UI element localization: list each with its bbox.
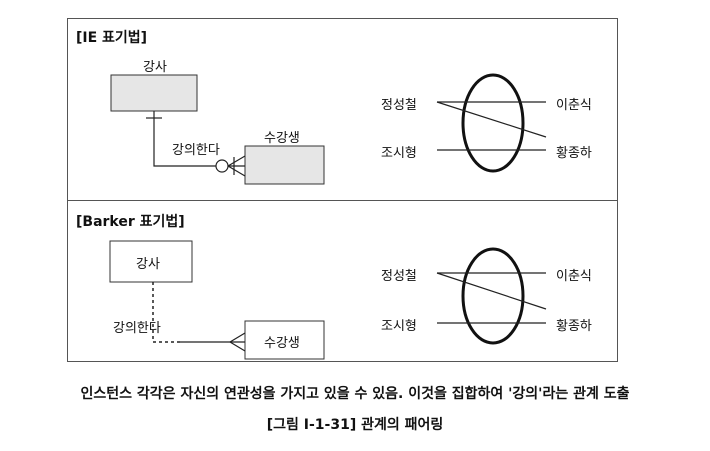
barker-crowfoot-upper [229,332,246,343]
barker-optional-line [152,282,180,343]
ie-pair-line-diagonal [436,101,547,138]
barker-relationship-ellipse [461,247,525,345]
ie-relationship-line [153,111,216,167]
barker-notation-title: [Barker 표기법] [76,214,185,230]
ie-right-name-1: 이춘식 [556,98,592,113]
ie-left-name-1: 정성철 [381,98,417,113]
section-divider [68,200,617,201]
ie-right-name-2: 황종하 [556,146,592,161]
ie-student-entity-box [244,145,325,185]
barker-relationship-label: 강의한다 [113,321,161,336]
barker-crowfoot-lower [229,341,246,352]
barker-right-name-2: 황종하 [556,319,592,334]
barker-left-name-1: 정성철 [381,269,417,284]
ie-teacher-entity-box [110,74,198,112]
figure-description: 인스턴스 각각은 자신의 연관성을 가지고 있을 수 있음. 이것을 집합하여 … [80,386,630,402]
barker-pair-line-diagonal [436,272,547,310]
ie-notation-title: [IE 표기법] [76,30,148,46]
barker-teacher-entity-box [109,240,193,283]
ie-crowfoot-lower [227,165,246,177]
ie-crowfoot-upper [227,155,246,167]
barker-left-name-2: 조시형 [381,319,417,334]
ie-left-name-2: 조시형 [381,146,417,161]
ie-student-label: 수강생 [264,131,300,146]
barker-student-label: 수강생 [264,336,300,351]
ie-optional-circle [215,159,229,173]
ie-teacher-label: 강사 [143,60,167,75]
barker-right-name-1: 이춘식 [556,269,592,284]
barker-student-entity-box [244,320,325,360]
figure-label: [그림 Ⅰ-1-31] 관계의 패어링 [266,417,444,433]
barker-teacher-label: 강사 [136,257,160,272]
ie-relationship-label: 강의한다 [172,143,220,158]
ie-relationship-ellipse [461,73,525,173]
